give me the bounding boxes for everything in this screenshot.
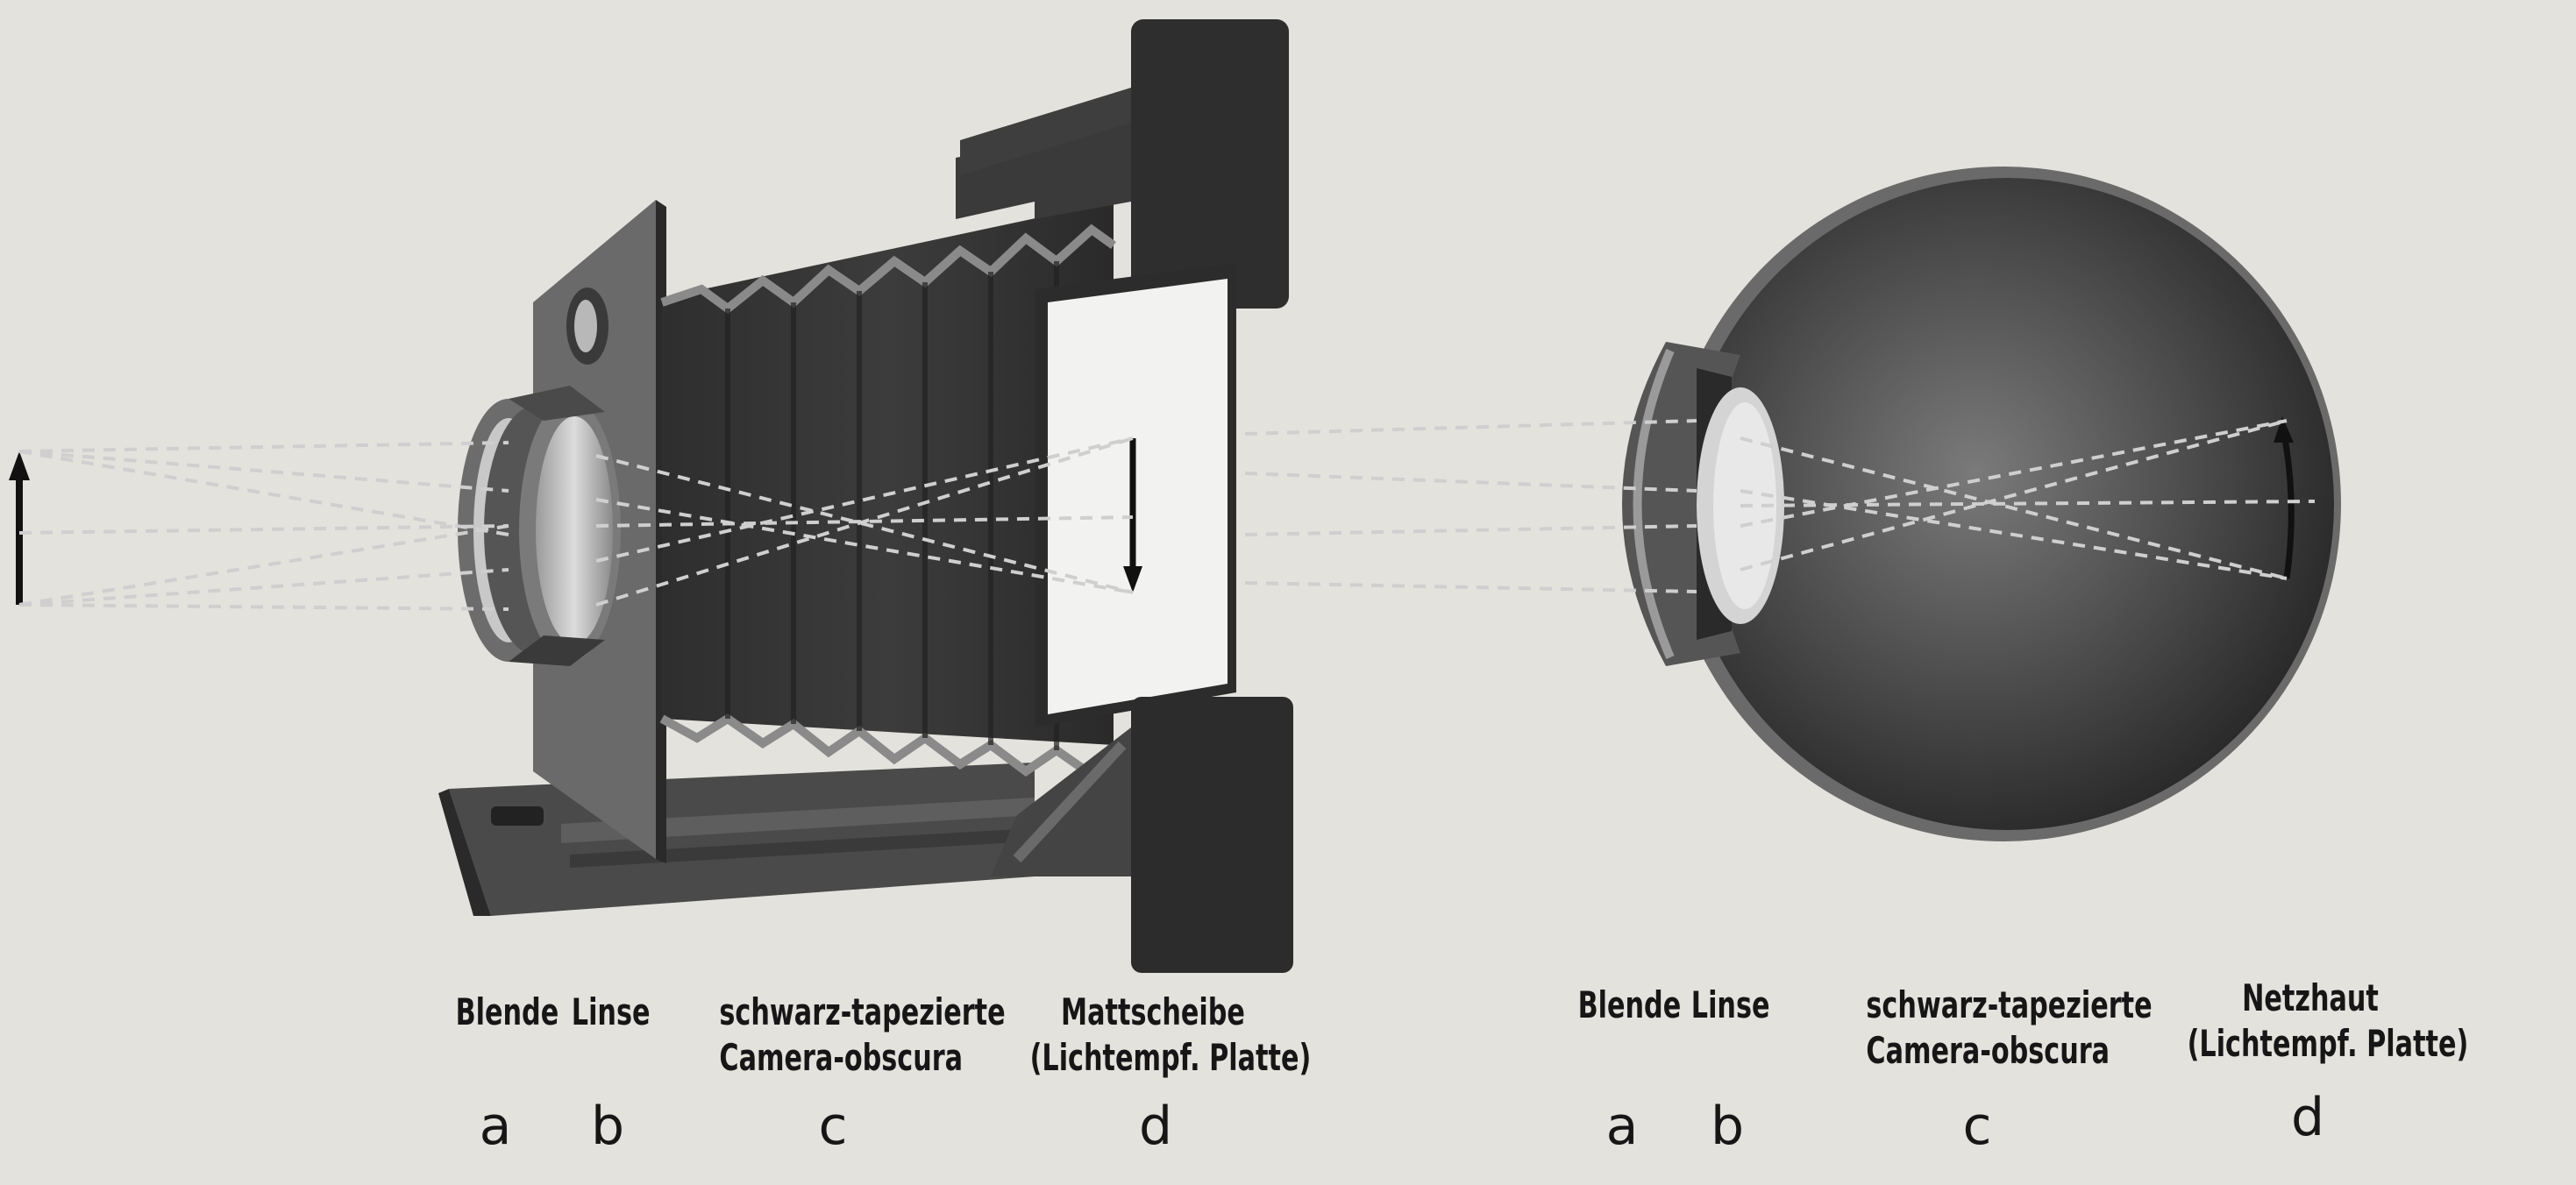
rear-frame-post-bottom xyxy=(1131,697,1293,973)
eye-letter-d: d xyxy=(2290,1087,2325,1148)
eye-label-blende: Blende xyxy=(1577,983,1682,1026)
camera-letter-c: c xyxy=(818,1096,848,1157)
eye-label-obscura-line2: Camera-obscura xyxy=(1866,1029,2110,1072)
light-rays xyxy=(18,419,2316,611)
eye-letter-b: b xyxy=(1710,1096,1745,1157)
eye-letter-c: c xyxy=(1962,1096,1992,1157)
eye-label-netzhaut: Netzhaut xyxy=(2242,976,2379,1019)
camera-lens xyxy=(458,386,621,666)
eyeball xyxy=(1682,178,2334,830)
rear-frame-top xyxy=(956,123,1131,219)
eye-letter-a: a xyxy=(1605,1096,1639,1157)
eye-label-linse: Linse xyxy=(1690,983,1770,1026)
camera-label-obscura-line2: Camera-obscura xyxy=(719,1036,964,1079)
eye-label-obscura-line1: schwarz-tapezierte xyxy=(1866,983,2153,1026)
eye-label-platte: (Lichtempf. Platte) xyxy=(2187,1022,2469,1065)
camera-label-blende: Blende xyxy=(455,990,559,1033)
retina-image-arrow xyxy=(2281,433,2295,579)
camera-letter-b: b xyxy=(590,1096,625,1157)
bellows xyxy=(662,202,1114,745)
camera-letter-a: a xyxy=(479,1096,512,1157)
camera xyxy=(438,19,1293,973)
camera-label-obscura-line1: schwarz-tapezierte xyxy=(719,990,1006,1033)
camera-letter-d: d xyxy=(1138,1096,1173,1157)
object-arrow xyxy=(9,451,30,605)
rear-frame-post-top xyxy=(1131,19,1289,309)
ground-glass xyxy=(1048,279,1228,714)
camera-label-mattscheibe: Mattscheibe xyxy=(1061,990,1245,1033)
camera-label-platte: (Lichtempf. Platte) xyxy=(1029,1036,1312,1079)
focus-knob xyxy=(491,806,544,826)
camera-label-linse: Linse xyxy=(571,990,651,1033)
